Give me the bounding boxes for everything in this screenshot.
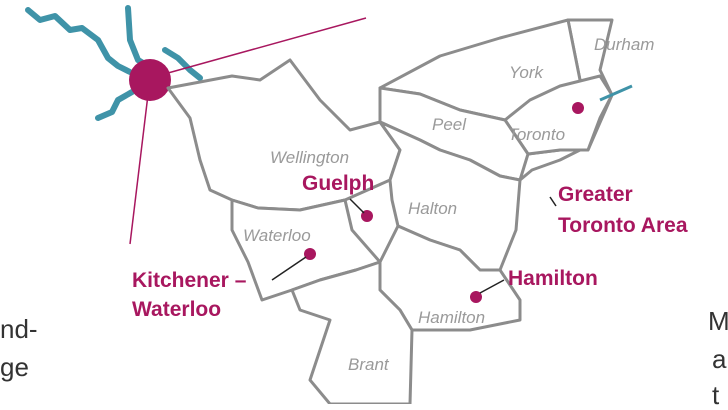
label-durham: Durham [594,35,654,54]
cutoff-text-left-2: ge [0,352,29,382]
label-brant: Brant [348,355,390,374]
label-gta-line1: Greater [558,183,633,206]
locator-line-down [129,77,151,245]
label-peel: Peel [432,115,467,134]
label-gta-line2: Toronto Area [558,214,688,237]
label-kitchener-waterloo-line2: Waterloo [132,298,221,321]
region-brant [290,260,414,404]
region-toronto [503,74,614,156]
label-guelph: Guelph [302,172,374,195]
cutoff-text-right-3: t [712,380,720,410]
locator-dot [129,59,171,101]
label-kitchener-waterloo-line1: Kitchener – [132,269,247,292]
locator-line-top [149,17,367,79]
label-halton: Halton [408,199,457,218]
label-waterloo: Waterloo [243,226,311,245]
leader-gta [549,196,557,207]
label-wellington: Wellington [270,148,349,167]
label-hamilton-region: Hamilton [418,308,485,327]
shoreline-lake-ontario [519,148,581,182]
leader-hamilton [479,279,505,294]
label-toronto: Toronto [508,125,565,144]
label-york: York [509,63,545,82]
leader-guelph [349,198,365,214]
city-markers [271,102,584,303]
label-hamilton-city: Hamilton [508,267,598,290]
marker-toronto [572,102,584,114]
locator-inset [25,5,367,245]
marker-hamilton [470,291,482,303]
lake-shoreline [25,5,203,121]
region-boundaries [166,18,614,404]
marker-kitchener-waterloo [304,248,316,260]
leader-kitchener-waterloo [271,256,307,281]
cutoff-text-left-1: nd- [0,314,38,344]
cutoff-text-right-1: M [708,306,728,336]
cutoff-text-right-2: a [712,344,727,374]
waterway-east [599,84,633,102]
